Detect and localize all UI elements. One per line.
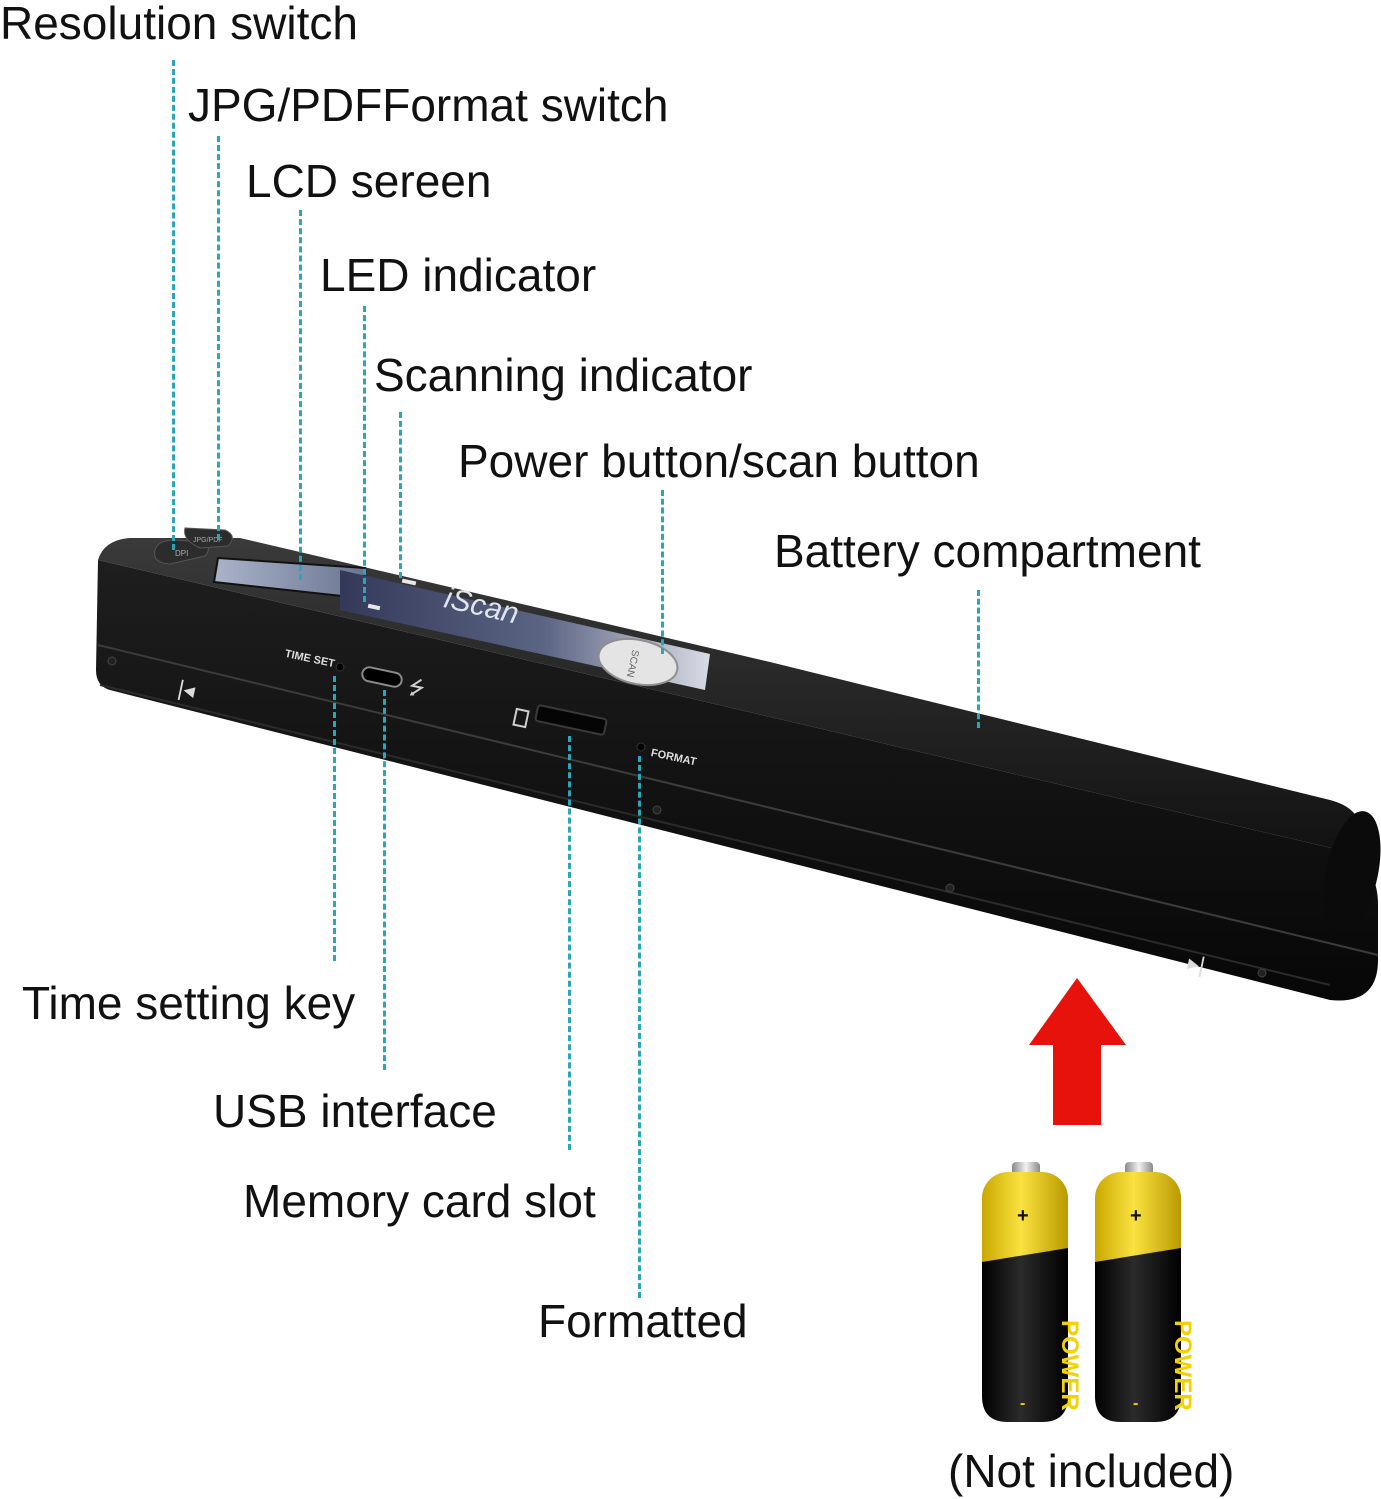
time-setting-key-hole xyxy=(335,662,345,672)
callout-format-switch: JPG/PDFFormat switch xyxy=(188,79,669,131)
power-scan-button xyxy=(597,637,679,687)
leader-format-switch xyxy=(217,136,220,540)
leader-lcd-screen xyxy=(299,210,302,580)
callout-memory-card-slot: Memory card slot xyxy=(243,1175,596,1227)
callout-battery-compartment: Battery compartment xyxy=(774,525,1201,577)
led-indicator xyxy=(367,603,381,611)
leader-resolution-switch xyxy=(172,60,175,550)
svg-text:+: + xyxy=(1017,1205,1029,1227)
leader-formatted xyxy=(638,756,641,1298)
leader-battery-compartment xyxy=(977,590,980,728)
insert-arrow xyxy=(1029,978,1126,1125)
svg-text:-: - xyxy=(1133,1395,1138,1412)
memory-card-slot xyxy=(534,704,608,736)
callout-not-included: (Not included) xyxy=(948,1445,1235,1497)
usb-c-port xyxy=(361,666,403,688)
svg-text:▸|: ▸| xyxy=(1186,950,1208,978)
svg-text:-: - xyxy=(1020,1395,1025,1412)
leader-time-setting-key xyxy=(333,676,336,961)
callout-time-setting-key: Time setting key xyxy=(22,977,356,1029)
battery-left: + POWER - xyxy=(982,1162,1083,1422)
leader-usb-interface xyxy=(383,690,386,1070)
callout-usb-interface: USB interface xyxy=(213,1085,497,1137)
format-key-label: JPG/PDF xyxy=(193,537,223,544)
usb-symbol: ⭍ xyxy=(406,676,427,701)
callout-led-indicator: LED indicator xyxy=(320,249,597,301)
battery-brand-right: POWER xyxy=(1169,1320,1196,1411)
svg-text:+: + xyxy=(1130,1205,1142,1227)
leader-scanning-indicator xyxy=(399,412,402,578)
dpi-key-label: DPI xyxy=(175,549,188,558)
scanning-indicator-led xyxy=(401,578,417,586)
callout-power-scan-button: Power button/scan button xyxy=(458,435,980,487)
format-switch-key xyxy=(184,527,233,549)
svg-text:|◂: |◂ xyxy=(176,675,198,703)
leader-led-indicator xyxy=(363,306,366,602)
scanner-body-front xyxy=(96,560,1378,1001)
leader-memory-card-slot xyxy=(568,736,571,1150)
battery-right: + POWER - xyxy=(1095,1162,1196,1422)
callout-lcd-screen: LCD sereen xyxy=(246,155,492,207)
format-key-hole xyxy=(636,742,646,752)
callout-scanning-indicator: Scanning indicator xyxy=(374,349,753,401)
callout-resolution-switch: Resolution switch xyxy=(0,0,358,49)
callout-formatted: Formatted xyxy=(538,1295,748,1347)
battery-brand-left: POWER xyxy=(1056,1320,1083,1411)
leader-power-button xyxy=(661,490,664,654)
scanner-end-cap xyxy=(1323,811,1381,933)
